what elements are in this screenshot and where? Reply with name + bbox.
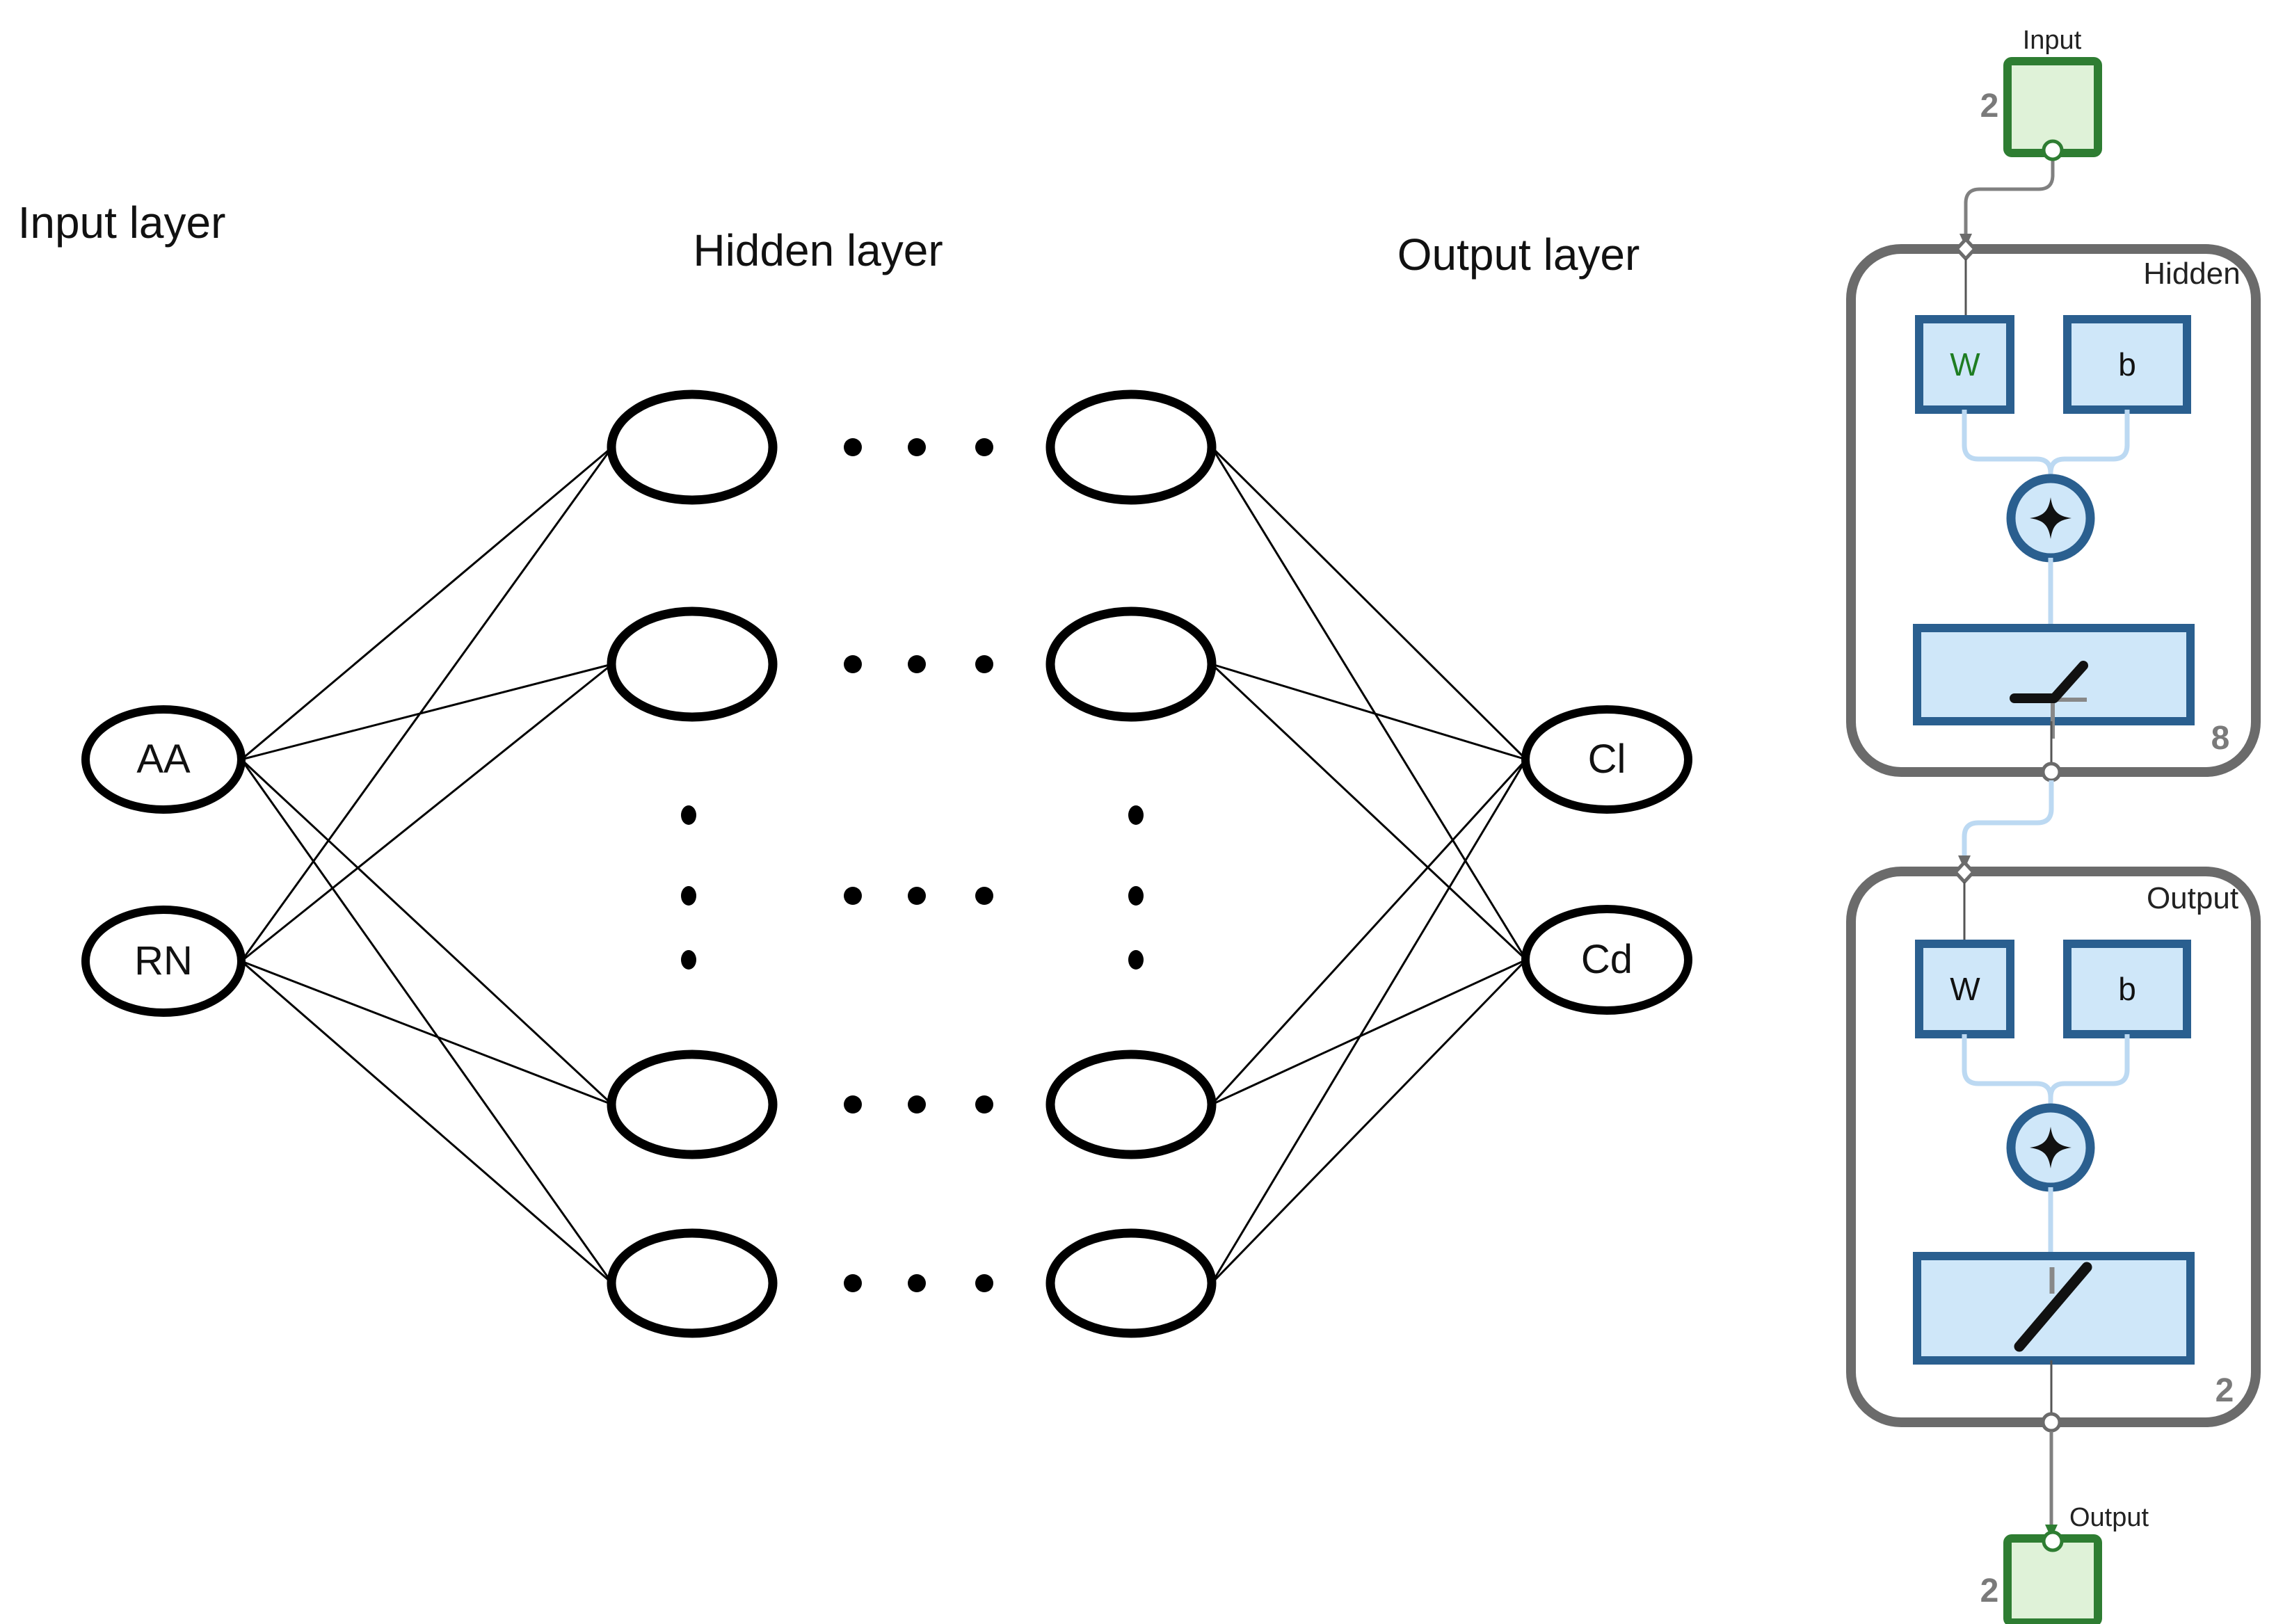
output-output-port bbox=[2041, 1412, 2062, 1433]
input-node-aa-label: AA bbox=[136, 737, 191, 782]
output-data-box bbox=[2003, 1530, 2102, 1624]
output-box-dim: 2 bbox=[1980, 1573, 1999, 1609]
input-data-box bbox=[2003, 57, 2102, 161]
hidden-node-ellipses bbox=[607, 389, 1217, 1338]
hidden-to-output-edges bbox=[1210, 446, 1528, 1285]
tansig-icon bbox=[2010, 661, 2088, 739]
output-container-label: Output bbox=[2146, 881, 2239, 915]
purelin-icon bbox=[2014, 1262, 2092, 1352]
input-node-ellipses bbox=[81, 705, 246, 1017]
horizontal-ellipsis-dots bbox=[844, 438, 993, 1292]
plus-icon bbox=[2030, 1127, 2071, 1168]
output-node-cl-label: Cl bbox=[1587, 737, 1626, 782]
hidden-weight-label: W bbox=[1950, 346, 1980, 383]
output-bias-label: b bbox=[2118, 971, 2136, 1007]
hidden-container-label: Hidden bbox=[2143, 257, 2241, 291]
output-node-cd-label: Cd bbox=[1580, 937, 1633, 982]
wire-input-to-hidden bbox=[1964, 154, 2055, 234]
hidden-neuron-count: 8 bbox=[2211, 720, 2230, 757]
input-box-port bbox=[2042, 139, 2064, 161]
hidden-bias-label: b bbox=[2118, 346, 2136, 383]
output-layer-title: Output layer bbox=[1397, 230, 1640, 280]
plus-icon bbox=[2030, 497, 2071, 539]
vertical-ellipsis-dots bbox=[681, 805, 1144, 970]
input-layer-title: Input layer bbox=[17, 198, 226, 248]
output-neuron-count: 2 bbox=[2215, 1372, 2234, 1409]
output-box-port bbox=[2042, 1530, 2064, 1552]
input-node-rn-label: RN bbox=[134, 938, 193, 983]
hidden-output-port bbox=[2041, 762, 2062, 782]
output-weight-label: W bbox=[1950, 971, 1980, 1007]
wire-hidden-to-output bbox=[1962, 780, 2054, 855]
input-to-hidden-edges bbox=[240, 446, 614, 1285]
hidden-weight-box bbox=[1915, 315, 2014, 414]
output-node-ellipses bbox=[1521, 705, 1692, 1015]
output-block-internals bbox=[1913, 860, 2195, 1433]
input-box-dim: 2 bbox=[1980, 88, 1999, 124]
hidden-layer-title: Hidden layer bbox=[693, 225, 943, 275]
input-box-label: Input bbox=[2022, 26, 2082, 55]
output-wire-label: Output bbox=[2069, 1503, 2149, 1532]
hidden-block-internals bbox=[1913, 236, 2195, 782]
